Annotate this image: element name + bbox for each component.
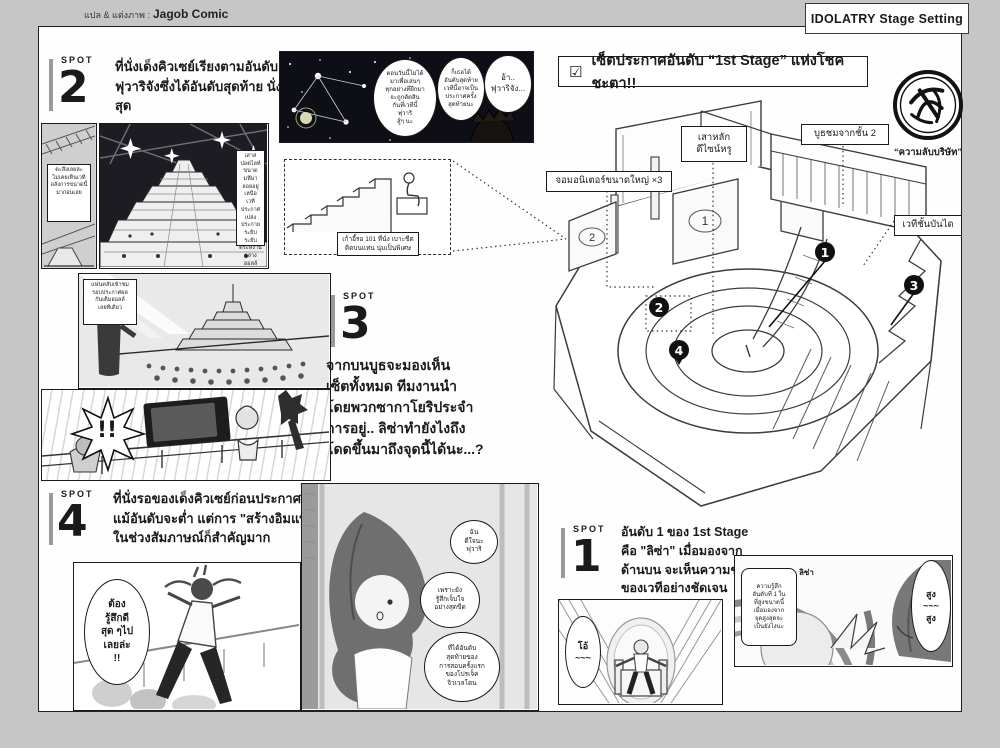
speech-bubble: อ้า.. ฟุวาริจัง... [484, 55, 532, 113]
panel-surprise: !! [41, 389, 331, 481]
stage-diagram-drawing: 2 1 [452, 100, 942, 507]
panel-starry-sky: ตอนวันนี้ไม่ได้ มาเพื่อเล่นๆ ทุกอย่างที่… [279, 51, 534, 143]
marker-3: 3 [904, 275, 924, 295]
diagram-title-text: เซ็ตประกาศอันดับ “1st Stage” แห่งโชคชะตา… [591, 52, 845, 92]
panel-liza-topview: ความรู้สึก อันดับที่ 1 ใน ที่สูงขนาดนี้ … [734, 555, 953, 667]
stairs-inset-caption: เก้าอี้รอ 101 ที่นั่ง เบาะชีต ติดบนแท่น … [337, 232, 419, 256]
panel-jumping-girl: ต้อง รู้สึกดี สุด ๆไป เลยล่ะ !! [73, 562, 301, 711]
credit-prefix: แปล & แต่งภาพ : [84, 10, 150, 20]
spot3-label: SPOT [343, 291, 376, 301]
waiting-stairs-drawing [286, 172, 428, 232]
badge-label: IDOLATRY Stage Setting [810, 11, 964, 26]
spot1-number: 1 [571, 531, 602, 582]
spot3-text: จากบนบูธจะมองเห็น เซ็ตทั้งหมด ทีมงานนำ โ… [326, 357, 484, 457]
panel-truss: ตะลึงเลยล่ะ ไม่เคยเห็นเวที อลังการขนาดนี… [41, 123, 97, 269]
panel-caption: เสาสปอตไลท์ ขนาดมหึมา ลอยอยู่เหนือ เวทีป… [236, 150, 265, 267]
label-stairs: เวทีชั้นบันได [894, 215, 962, 236]
speech-bubble: ฉัน ดีใจนะ ฟุวาริ [450, 520, 498, 564]
marker-4: 4 [669, 340, 689, 360]
label-monitors: จอมอนิเตอร์ขนาดใหญ่ ×3 [546, 171, 672, 192]
panel-caption: แฟนคลับเข้าชม รอบประกาศผล กันเต็มฮอลล์ เ… [83, 279, 137, 325]
spot1-text: อันดับ 1 ของ 1st Stage คือ "ลิซ่า" เมื่อ… [621, 525, 749, 596]
marker-1: 1 [815, 242, 835, 262]
speech-bubble: ความรู้สึก อันดับที่ 1 ใน ที่สูงขนาดนี้ … [741, 568, 797, 646]
marker-2: 2 [649, 297, 669, 317]
panel-girl-closeup: ฉัน ดีใจนะ ฟุวาริ เพราะยัง รู้สึกเจ็บใจ … [301, 483, 539, 711]
panel-audience: แฟนคลับเข้าชม รอบประกาศผล กันเต็มฮอลล์ เ… [78, 273, 331, 389]
spot4-bar [49, 493, 53, 545]
exclamation-text: !! [97, 418, 118, 443]
credit-author: Jagob Comic [153, 7, 229, 21]
seal-caption: “ความลับบริษัท” [893, 147, 963, 158]
spot1-bar [561, 528, 565, 578]
stairs-inset-box: เก้าอี้รอ 101 ที่นั่ง เบาะชีต ติดบนแท่น … [284, 159, 451, 256]
speech-bubble: ต้อง รู้สึกดี สุด ๆไป เลยล่ะ !! [84, 579, 150, 685]
secret-seal-icon [893, 70, 963, 140]
comic-page: SPOT 2 ที่นั่งเด็งคิวเซย์เรียงตามอันดับ … [38, 26, 963, 712]
spot1-label: SPOT [573, 524, 606, 534]
panel-pyramid-stage: เสาสปอตไลท์ ขนาดมหึมา ลอยอยู่เหนือ เวทีป… [99, 123, 269, 269]
label-booth: บูธชมจากชั้น 2 [801, 124, 889, 145]
speech-bubble: โอ้ ~~~ [565, 616, 601, 688]
spot2-number: 2 [58, 62, 89, 113]
spot3-bar [331, 295, 335, 347]
panel-throne: โอ้ ~~~ [558, 599, 723, 705]
character-name-label: ลิซ่า [799, 568, 814, 577]
screen-number-center: 1 [702, 214, 709, 228]
speech-bubble: เพราะยัง รู้สึกเจ็บใจ อย่างสุดขีด [420, 572, 480, 628]
spot2-label: SPOT [61, 55, 94, 65]
screen-number-left: 2 [589, 232, 595, 244]
speech-bubble: ที่ได้อันดับ สุดท้ายของ การสอบครั้งแรก ข… [424, 632, 500, 702]
label-pillar: เสาหลัก ดีไซน์หรู [681, 126, 747, 162]
speech-bubble: ตอนวันนี้ไม่ได้ มาเพื่อเล่นๆ ทุกอย่างที่… [373, 59, 437, 137]
spot2-bar [49, 59, 53, 111]
burst-shape [69, 395, 147, 473]
spot4-label: SPOT [61, 489, 94, 499]
checkbox-icon: ☑ [569, 63, 583, 81]
spot4-number: 4 [57, 496, 88, 547]
speech-bubble: ก็เธอได้ อันดับสุดท้าย เวทีนี้อาจเป็น ปร… [437, 57, 485, 121]
panel-caption: ตะลึงเลยล่ะ ไม่เคยเห็นเวที อลังการขนาดนี… [47, 164, 91, 222]
title-badge: IDOLATRY Stage Setting [805, 3, 969, 34]
speech-bubble: สูง ~~~ สูง [911, 560, 951, 652]
spot3-number: 3 [340, 298, 371, 349]
credit-line: แปล & แต่งภาพ :Jagob Comic [84, 7, 228, 22]
diagram-title-box: ☑ เซ็ตประกาศอันดับ “1st Stage” แห่งโชคชะ… [558, 53, 868, 92]
